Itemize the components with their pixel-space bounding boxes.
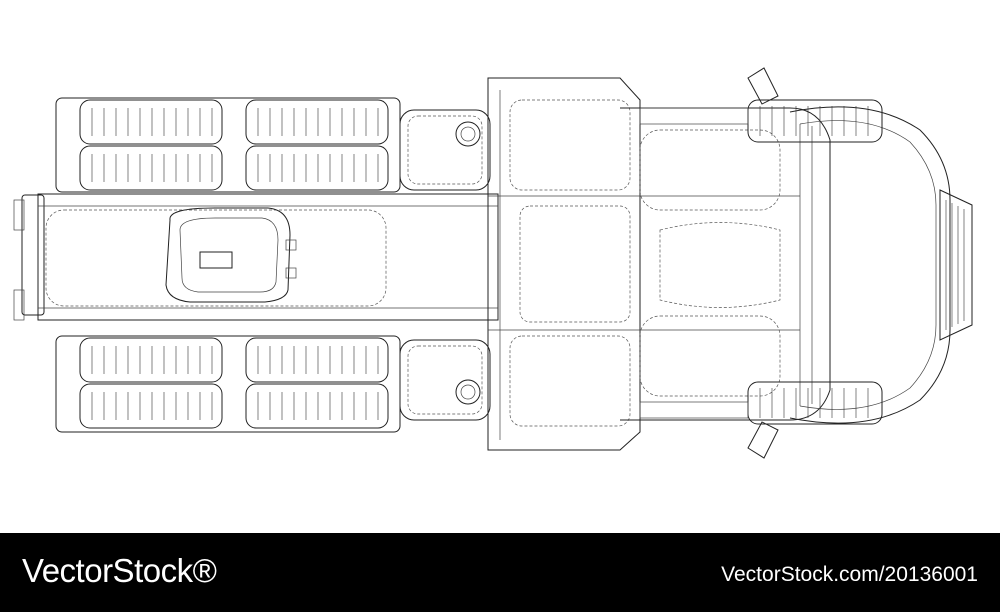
truck-wireframe-drawing (13, 67, 973, 459)
cab (487, 67, 973, 459)
brand-logo: VectorStock® (22, 552, 217, 589)
truck-tractor-wireframe-icon (13, 67, 973, 459)
image-id: VectorStock.com/20136001 (721, 563, 978, 586)
watermark-footer: VectorStock® VectorStock.com/20136001 (0, 533, 1000, 612)
rear-wheels (55, 97, 401, 433)
